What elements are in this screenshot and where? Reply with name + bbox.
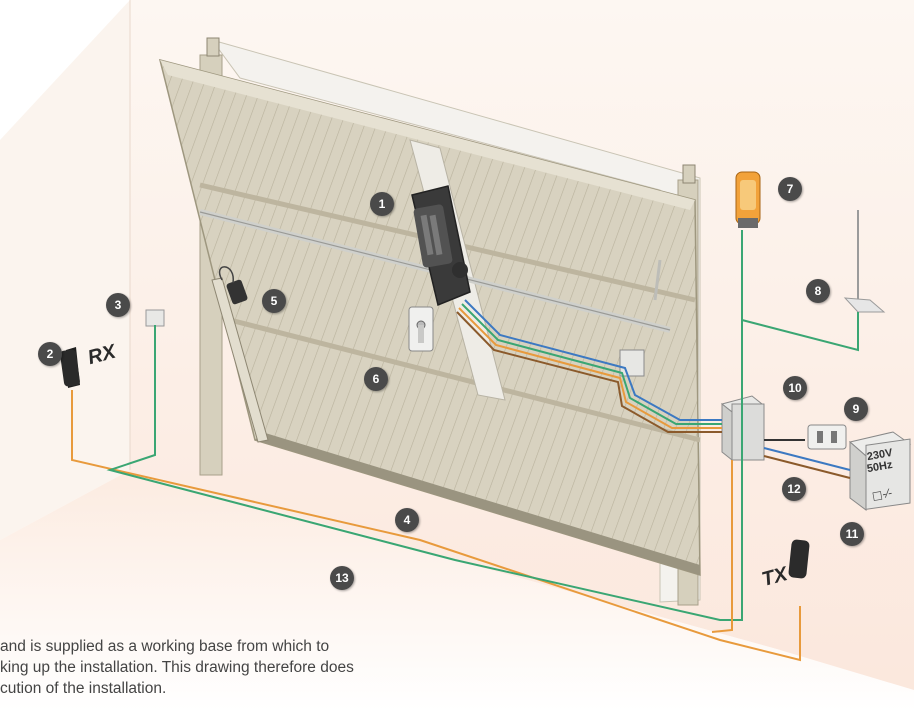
photocell-rx [60,347,80,388]
callout-6: 6 [364,367,388,391]
caption-line-3: cution of the installation. [0,680,167,697]
callout-11: 11 [840,522,864,546]
callout-10: 10 [783,376,807,400]
power-socket [807,424,847,450]
callout-3: 3 [106,293,130,317]
callout-5: 5 [262,289,286,313]
door-arm [211,277,269,443]
callout-8: 8 [806,279,830,303]
callout-12: 12 [782,477,806,501]
safety-edge-box [226,279,248,305]
gearmotor [411,185,471,307]
flashing-light [735,171,761,228]
junction-box [619,349,645,377]
antenna [843,210,886,313]
key-selector [145,309,165,327]
callout-4: 4 [395,508,419,532]
callout-1: 1 [370,192,394,216]
wiring [71,230,859,662]
tilting-door [158,58,701,577]
callout-7: 7 [778,177,802,201]
caption-line-1: and is supplied as a working base from w… [0,638,330,655]
callout-13: 13 [330,566,354,590]
main-power-box [848,431,912,511]
diagram-caption: and is supplied as a working base from w… [0,636,410,699]
callout-2: 2 [38,342,62,366]
callout-9: 9 [844,397,868,421]
lateral-arm [653,259,662,301]
transmitter-tx [788,539,810,579]
release-lock [408,306,434,352]
caption-line-2: king up the installation. This drawing t… [0,659,354,676]
